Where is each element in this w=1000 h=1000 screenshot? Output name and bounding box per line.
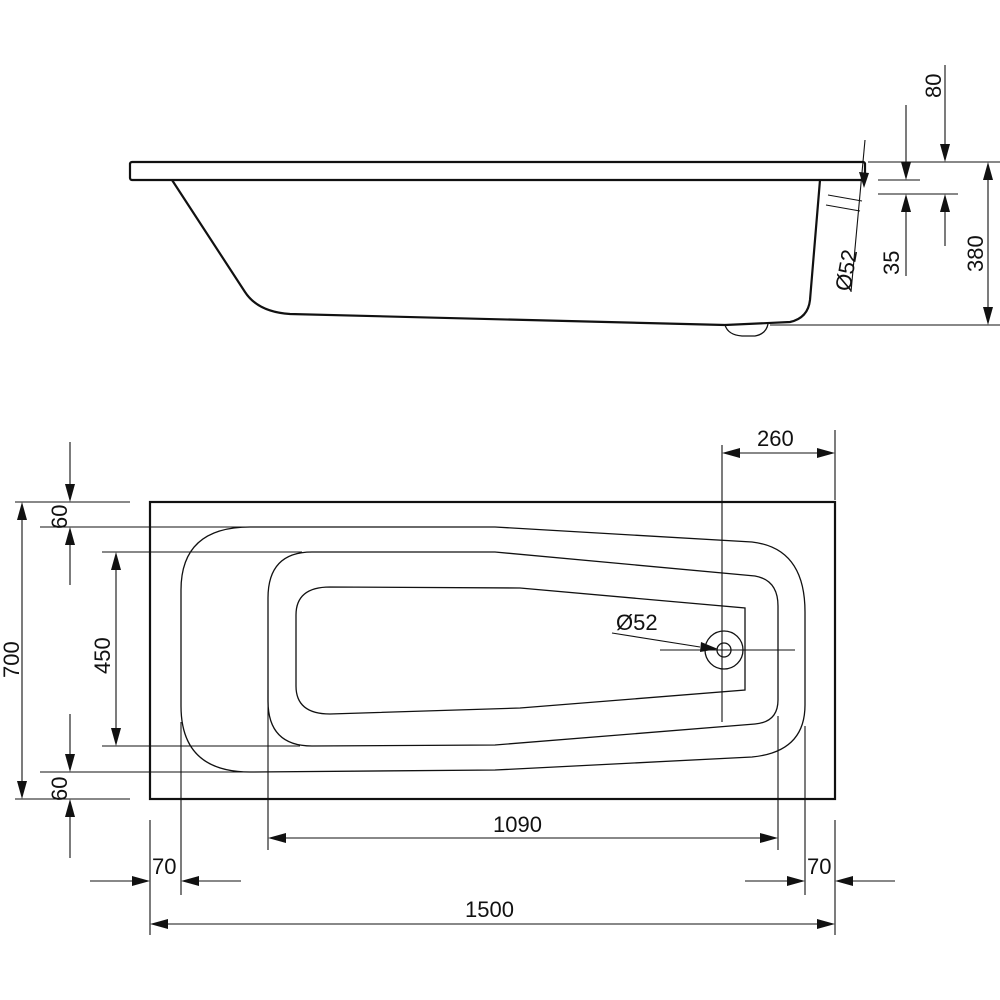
- top-dim-70-right: 70: [807, 854, 831, 879]
- top-dim-1500: 1500: [465, 897, 514, 922]
- top-dim-60-top: 60: [47, 505, 72, 529]
- dim35-arrow-top: [901, 162, 911, 180]
- top-dim-1090: 1090: [493, 812, 542, 837]
- top-basin-upper-outline: [267, 551, 779, 747]
- overflow-arrow: [859, 172, 869, 188]
- dim35-arrow-bottom: [901, 194, 911, 212]
- dim1500-arrow-left: [150, 919, 168, 929]
- drain-arrow: [700, 642, 718, 652]
- dim70l-arrow-right: [181, 876, 199, 886]
- dim60bot-arrow-lower: [65, 799, 75, 817]
- dim1500-arrow-right: [817, 919, 835, 929]
- side-body-outline: [171, 179, 822, 327]
- top-dim-d52: Ø52: [616, 610, 658, 635]
- dim450-arrow-bottom: [111, 728, 121, 746]
- dim70r-arrow-left: [787, 876, 805, 886]
- overflow-leader: [850, 139, 866, 293]
- dim60bot-arrow-upper: [65, 754, 75, 772]
- dim260-arrow-left: [722, 448, 740, 458]
- overflow-line-1: [827, 194, 863, 202]
- dim260-arrow-right: [817, 448, 835, 458]
- side-dim-380: 380: [963, 235, 988, 272]
- top-dim-70-left: 70: [152, 854, 176, 879]
- dim60top-arrow-upper: [65, 484, 75, 502]
- top-view: Ø52 260 60 60 700 4: [0, 426, 895, 935]
- dim380-arrow-bottom: [983, 307, 993, 325]
- top-rim-inner-outline: [180, 526, 806, 773]
- dim380-arrow-top: [983, 162, 993, 180]
- dim1090-arrow-right: [760, 833, 778, 843]
- side-dim-d52: Ø52: [830, 248, 862, 293]
- dim80-arrow-top: [940, 144, 950, 162]
- overflow-line-2: [825, 204, 861, 212]
- dim1090-arrow-left: [268, 833, 286, 843]
- dim60top-arrow-lower: [65, 527, 75, 545]
- top-basin-floor: [295, 586, 746, 715]
- dim80-arrow-bottom: [940, 194, 950, 212]
- top-outer-rim: [148, 500, 837, 801]
- side-dim-80: 80: [921, 74, 946, 98]
- top-dim-260: 260: [757, 426, 794, 451]
- top-dim-700: 700: [0, 641, 24, 678]
- drain-leader: [611, 632, 701, 648]
- dim700-arrow-bottom: [17, 781, 27, 799]
- side-drain-bump: [724, 323, 769, 337]
- top-dim-60-bottom: 60: [47, 777, 72, 801]
- top-dim-450: 450: [90, 637, 115, 674]
- side-dim-35: 35: [879, 251, 904, 275]
- dim700-arrow-top: [17, 502, 27, 520]
- dim70l-arrow-left: [132, 876, 150, 886]
- dim70r-arrow-right: [835, 876, 853, 886]
- dim450-arrow-top: [111, 552, 121, 570]
- side-view: Ø52 35 80 380: [128, 65, 1000, 337]
- side-rim: [128, 160, 867, 182]
